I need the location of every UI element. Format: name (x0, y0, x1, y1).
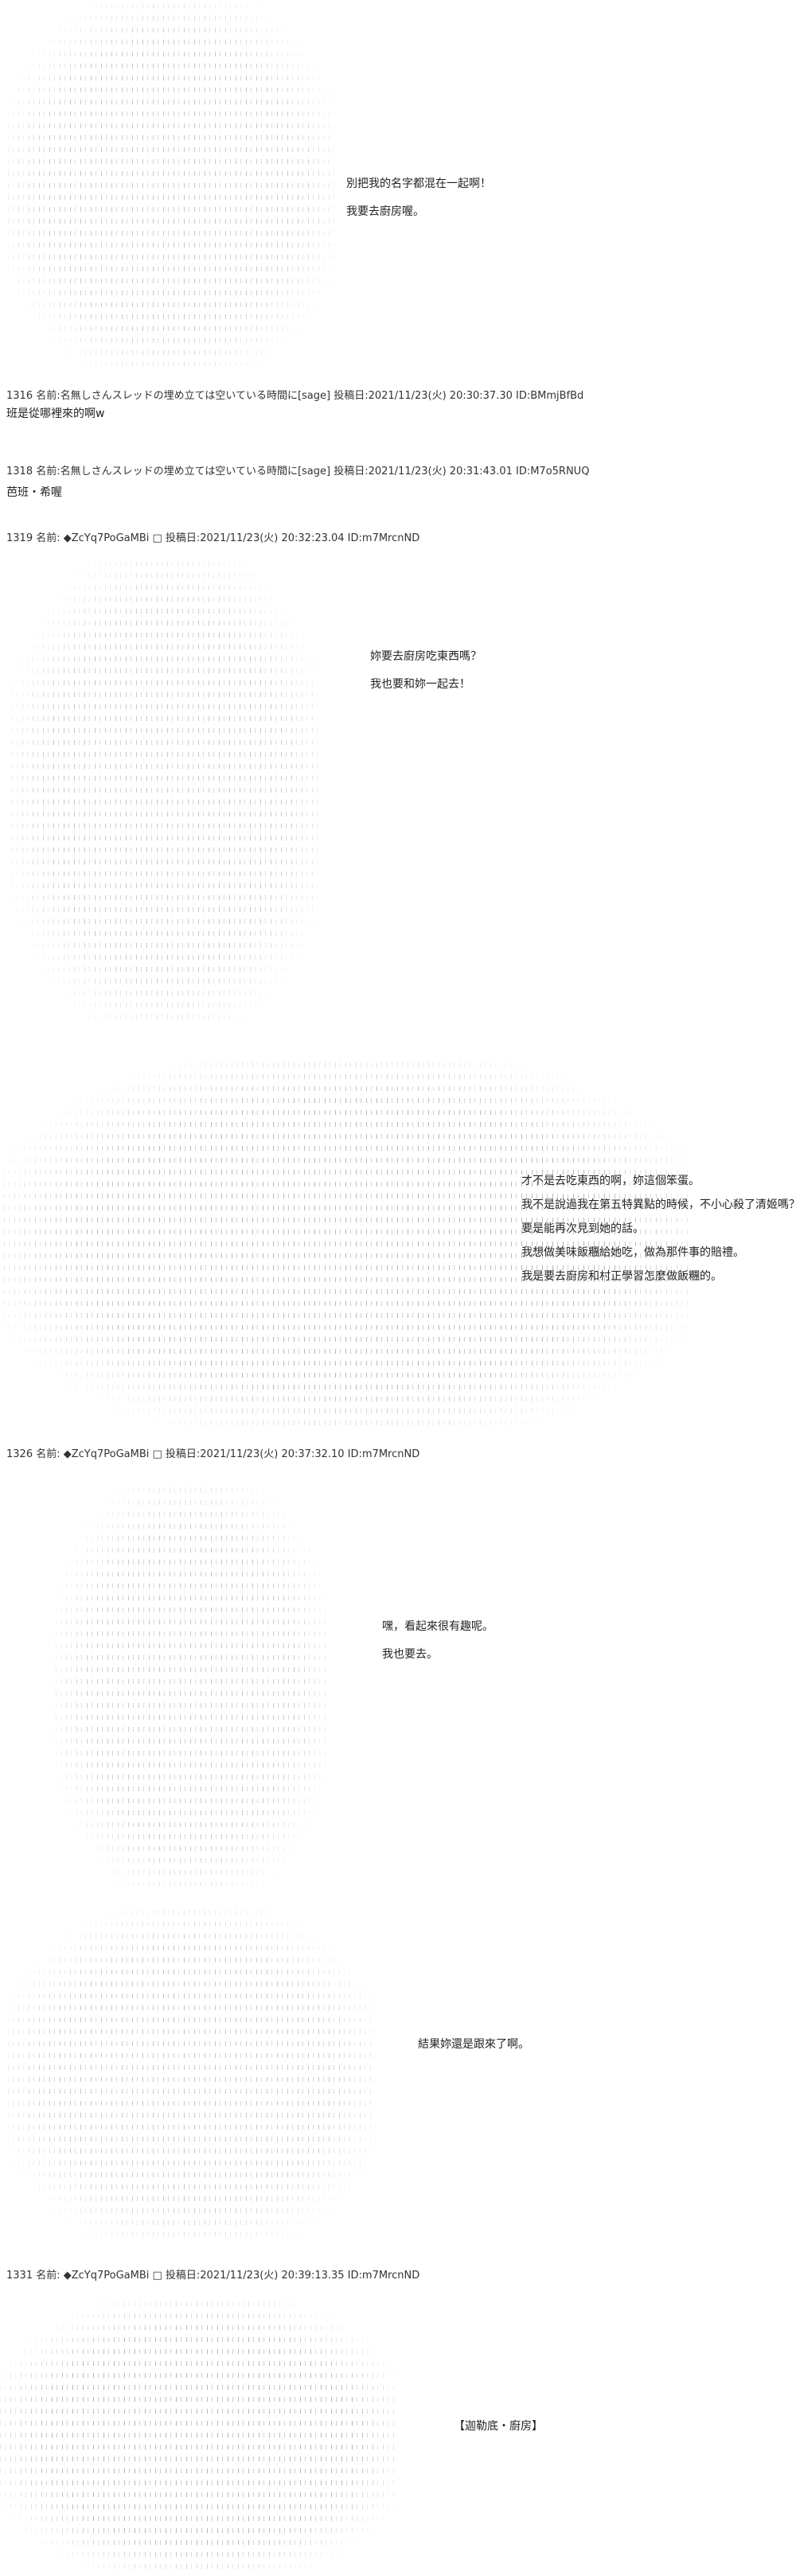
post-header: 1318 名前:名無しさんスレッドの埋め立ては空いている時間に[sage] 投稿… (6, 466, 590, 477)
dialog-line: 嘿，看起來很有趣呢。 (382, 1620, 494, 1633)
dialog-line: 我也要和妳一起去！ (370, 678, 470, 691)
ascii-art-girls-5 (8, 1910, 374, 2244)
ascii-art-kitchen (0, 2300, 398, 2576)
post-body: 班是從哪裡來的啊w (6, 407, 105, 420)
ascii-art-girl-1 (8, 0, 334, 374)
location-caption: 【迦勒底・廚房】 (454, 2420, 543, 2433)
dialog-line: 妳要去廚房吃東西嗎？ (370, 650, 482, 663)
ascii-art-scene-3 (4, 1058, 689, 1432)
dialog-line: 我要去廚房喔。 (346, 205, 424, 218)
dialog-line: 才不是去吃東西的啊，妳這個笨蛋。 (521, 1175, 700, 1187)
dialog-line: 我也要去。 (382, 1648, 438, 1661)
dialog-line: 我想做美味飯糰給她吃，做為那件事的賠禮。 (521, 1246, 744, 1259)
post-header: 1319 名前: ◆ZcYq7PoGaMBi □ 投稿日:2021/11/23(… (6, 532, 420, 544)
dialog-line: 我不是說過我在第五特異點的時候，不小心殺了清姬嗎？ (521, 1198, 796, 1211)
dialog-line: 要是能再次見到她的話。 (521, 1222, 644, 1235)
ascii-art-girl-4 (56, 1480, 326, 1894)
dialog-line: 我是要去廚房和村正學習怎麼做飯糰的。 (521, 1270, 722, 1283)
dialog-line: 結果妳還是跟來了啊。 (418, 2038, 529, 2051)
dialog-line: 別把我的名字都混在一起啊！ (346, 177, 491, 190)
post-body: 芭班・希喔 (6, 486, 62, 499)
post-header: 1331 名前: ◆ZcYq7PoGaMBi □ 投稿日:2021/11/23(… (6, 2270, 420, 2282)
post-header: 1316 名前:名無しさんスレッドの埋め立ては空いている時間に[sage] 投稿… (6, 390, 584, 402)
post-header: 1326 名前: ◆ZcYq7PoGaMBi □ 投稿日:2021/11/23(… (6, 1448, 420, 1460)
ascii-art-girl-2 (12, 557, 322, 1027)
